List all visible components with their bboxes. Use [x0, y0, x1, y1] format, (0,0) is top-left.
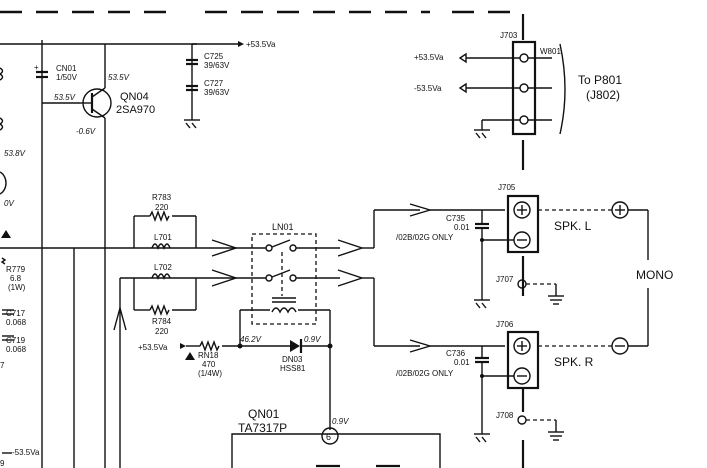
j705-connector [474, 194, 612, 309]
qn04-transistor [80, 44, 112, 468]
c725-label: C725 [204, 52, 224, 61]
j705-label: J705 [498, 183, 516, 192]
neg-supply-left: -53.5Va [12, 448, 40, 457]
rn18-value: 470 [202, 360, 216, 369]
r779-value: 6.8 [10, 274, 22, 283]
c719-label: C719 [6, 336, 26, 345]
j802-label: (J802) [586, 88, 620, 102]
rn18-dn03 [180, 309, 333, 430]
j706-label: J706 [496, 320, 514, 329]
w801-label: W801 [540, 47, 561, 56]
supply-pos-label: +53.5Va [246, 40, 276, 49]
qn01-part: TA7317P [238, 421, 287, 435]
spk-r-label: SPK. R [554, 355, 594, 369]
supply-pos2-label: +53.5Va [138, 343, 168, 352]
c735-value: 0.01 [454, 223, 470, 232]
r783-l701 [133, 210, 197, 250]
r783-value: 220 [155, 203, 169, 212]
rn18-label: RN18 [198, 351, 219, 360]
r784-label: R784 [152, 317, 172, 326]
v-53-5-left: 53.5V [54, 93, 76, 102]
v-neg-0-6: -0.6V [76, 127, 96, 136]
minus-supply-label: -53.5Va [414, 84, 442, 93]
qn01-label: QN01 [248, 407, 280, 421]
rn18-power: (1/4W) [198, 369, 222, 378]
c717-value: 0.068 [6, 318, 27, 327]
r779-label: R779 [6, 265, 26, 274]
r779-power: (1W) [8, 283, 26, 292]
c735-label: C735 [446, 214, 466, 223]
c717-label: C717 [6, 309, 26, 318]
v-53-5-top: 53.5V [108, 73, 130, 82]
c727-label: C727 [204, 79, 224, 88]
qn04-label: QN04 [120, 91, 149, 103]
v-46-2: 46.2V [240, 335, 262, 344]
j707-label: J707 [496, 275, 514, 284]
qn01-ic [231, 427, 441, 468]
spk-l-label: SPK. L [554, 219, 592, 233]
v-0-9a: 0.9V [304, 335, 321, 344]
left-7: 7 [0, 361, 5, 370]
ln01-label: LN01 [272, 222, 294, 232]
c719-value: 0.068 [6, 345, 27, 354]
mono-label: MONO [636, 268, 673, 282]
c735-note: /02B/02G ONLY [396, 233, 454, 242]
mono-bracket [611, 201, 649, 355]
j703-connector [458, 40, 566, 139]
l701-label: L701 [154, 233, 172, 242]
plus-supply-label: +53.5Va [414, 53, 444, 62]
l702-label: L702 [154, 263, 172, 272]
j703-label: J703 [500, 31, 518, 40]
warning-triangle [1, 230, 11, 238]
r783-label: R783 [152, 193, 172, 202]
left-9: 9 [0, 459, 5, 468]
v-0-9b: 0.9V [332, 417, 349, 426]
c725-value: 39/63V [204, 61, 230, 70]
r784-value: 220 [155, 327, 169, 336]
j707-jack [517, 279, 564, 305]
c736-label: C736 [446, 349, 466, 358]
cn01-plus: + [34, 63, 39, 72]
v-53-8: 53.8V [4, 149, 26, 158]
qn01-pin6: 6 [326, 432, 331, 442]
c736-value: 0.01 [454, 358, 470, 367]
cn01-label: CN01 [56, 64, 77, 73]
ln01-relay [238, 233, 340, 325]
qn04-part: 2SA970 [116, 104, 155, 116]
j708-jack [517, 415, 564, 441]
cn01-value: 1/50V [56, 73, 78, 82]
c725-c727-caps [184, 41, 244, 129]
dn03-part: HSS81 [280, 364, 306, 373]
j706-connector [474, 330, 612, 443]
j708-label: J708 [496, 411, 514, 420]
c736-note: /02B/02G ONLY [396, 369, 454, 378]
v-0v-left: 0V [4, 199, 14, 208]
l702-r784 [133, 273, 197, 316]
to-p801-label: To P801 [578, 73, 622, 87]
dn03-label: DN03 [282, 355, 303, 364]
c727-value: 39/63V [204, 88, 230, 97]
rn18-warning [185, 352, 195, 360]
